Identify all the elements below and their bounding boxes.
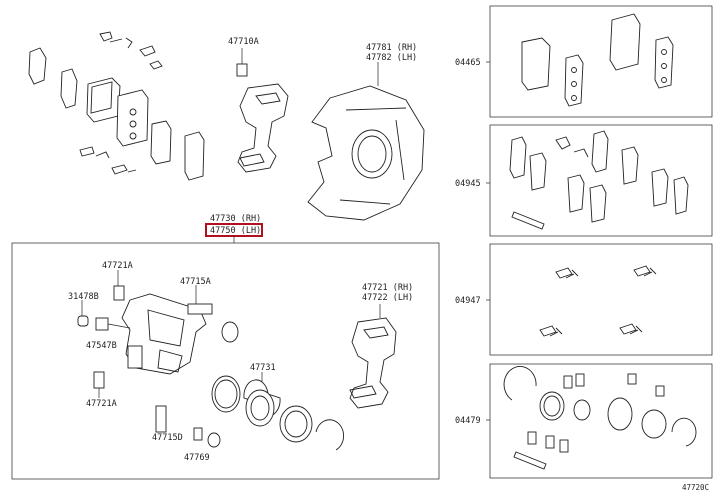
caliper-hardware-drawing xyxy=(77,270,239,448)
label-bolt-bottom-left: 47721A xyxy=(86,399,117,409)
label-kit-shims: 04945 xyxy=(455,179,481,189)
kit-frame-pads xyxy=(489,5,713,118)
caliper-bracket-top-drawing xyxy=(236,48,289,173)
label-dust-cover-lh: 47782 (LH) xyxy=(366,53,417,63)
label-bleeder: 47547B xyxy=(86,341,117,351)
kit-frame-cylinder xyxy=(489,363,713,479)
label-slide-pin-lower: 47715D xyxy=(152,433,183,443)
label-dust-cover-rh: 47781 (RH) xyxy=(366,43,417,53)
label-caliper-assy-lh[interactable]: 47750 (LH) xyxy=(210,226,261,236)
label-slide-pin-upper: 47715A xyxy=(180,277,211,287)
dust-cover-drawing xyxy=(307,62,425,221)
kit-shims-drawing xyxy=(509,130,689,230)
kit-pads-drawing xyxy=(521,13,674,107)
caliper-body-drawing xyxy=(121,293,207,375)
brake-pad-set-drawing xyxy=(28,31,205,181)
label-kit-pads: 04465 xyxy=(455,58,481,68)
mounting-bracket-drawing xyxy=(349,304,397,409)
label-caliper-assy-rh: 47730 (RH) xyxy=(210,214,261,224)
piston-and-seals-drawing xyxy=(211,372,344,451)
label-kit-fitting: 04947 xyxy=(455,296,481,306)
label-bolt-top-left: 47721A xyxy=(102,261,133,271)
kit-cylinder-drawing xyxy=(503,366,697,470)
caliper-assembly-frame xyxy=(11,242,440,480)
label-mounting-lh: 47722 (LH) xyxy=(362,293,413,303)
label-kit-cylinder: 04479 xyxy=(455,416,481,426)
kit-frame-shims xyxy=(489,124,713,237)
label-bushing: 31478B xyxy=(68,292,99,302)
label-mounting-rh: 47721 (RH) xyxy=(362,283,413,293)
label-caliper-bracket: 47710A xyxy=(228,37,259,47)
label-diagram-id: 47720C xyxy=(682,483,709,492)
kit-frame-fitting xyxy=(489,243,713,356)
label-boot-small: 47769 xyxy=(184,453,210,463)
kit-fitting-drawing xyxy=(539,265,657,337)
label-piston: 47731 xyxy=(250,363,276,373)
